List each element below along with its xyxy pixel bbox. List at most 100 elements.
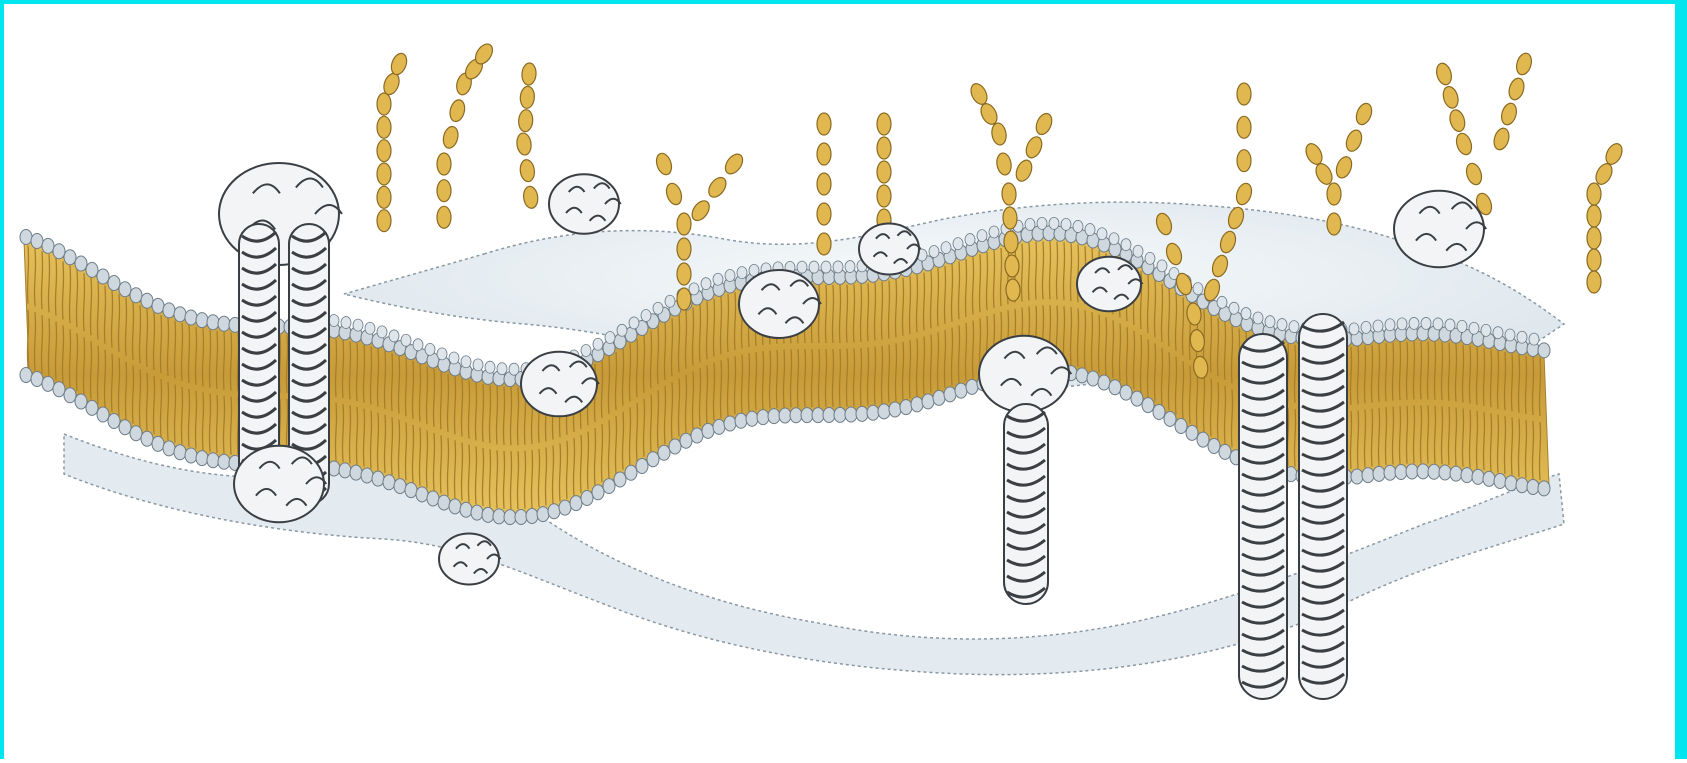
sugar-unit [664, 181, 684, 206]
phospholipid-head-inner [482, 507, 494, 522]
phospholipid-head-back [641, 309, 651, 321]
sugar-unit [877, 137, 891, 159]
phospholipid-head-back [1445, 319, 1455, 331]
sugar-unit [1004, 231, 1019, 254]
phospholipid-head-back [365, 322, 375, 334]
phospholipid-head-inner [196, 451, 208, 466]
sugar-unit [677, 288, 691, 310]
sugar-unit [1002, 183, 1017, 206]
phospholipid-head-outer [31, 234, 43, 249]
phospholipid-head-inner [746, 411, 758, 426]
phospholipid-head-inner [790, 408, 802, 423]
phospholipid-head-back [1037, 217, 1047, 229]
phospholipid-head-inner [922, 394, 934, 409]
phospholipid-head-back [845, 261, 855, 273]
phospholipid-head-inner [493, 509, 505, 524]
phospholipid-head-back [653, 302, 663, 314]
phospholipid-head-outer [174, 307, 186, 322]
sugar-unit [1587, 249, 1601, 271]
phospholipid-head-inner [20, 367, 32, 382]
phospholipid-head-inner [603, 479, 615, 494]
sugar-unit [817, 173, 831, 195]
sugar-unit [1327, 213, 1341, 235]
phospholipid-head-back [821, 261, 831, 273]
sugar-unit [817, 203, 831, 225]
sugar-unit [437, 206, 451, 228]
sugar-unit [1434, 62, 1454, 87]
phospholipid-head-back [389, 330, 399, 342]
phospholipid-head-inner [581, 491, 593, 506]
phospholipid-head-inner [713, 419, 725, 434]
phospholipid-head-back [401, 334, 411, 346]
phospholipid-head-back [929, 246, 939, 258]
phospholipid-head-back [1049, 217, 1059, 229]
phospholipid-head-inner [1219, 444, 1231, 459]
peripheral-protein-2 [739, 270, 821, 338]
helix-body [1239, 334, 1287, 699]
sugar-unit [1354, 101, 1375, 127]
phospholipid-head-inner [460, 502, 472, 517]
phospholipid-head-back [1133, 245, 1143, 257]
phospholipid-head-inner [394, 479, 406, 494]
sugar-unit [1344, 128, 1365, 154]
sugar-unit [377, 210, 391, 232]
globular-domain [521, 352, 597, 417]
phospholipid-head-back [1517, 331, 1527, 343]
phospholipid-head-inner [955, 383, 967, 398]
phospholipid-head-back [1097, 228, 1107, 240]
phospholipid-head-back [725, 270, 735, 282]
phospholipid-head-inner [1098, 375, 1110, 390]
phospholipid-head-inner [361, 468, 373, 483]
phospholipid-head-back [497, 363, 507, 375]
phospholipid-head-back [449, 352, 459, 364]
sugar-unit [522, 186, 539, 210]
sugar-unit [1237, 150, 1251, 172]
phospholipid-head-back [713, 273, 723, 285]
globular-domain [1077, 257, 1141, 311]
sugar-unit [377, 163, 391, 185]
phospholipid-head-back [1157, 260, 1167, 272]
phospholipid-head-inner [944, 387, 956, 402]
phospholipid-head-inner [515, 510, 527, 525]
phospholipid-head-back [953, 238, 963, 250]
phospholipid-head-inner [757, 410, 769, 425]
sugar-unit [995, 152, 1012, 176]
phospholipid-head-outer [119, 282, 131, 297]
sugar-unit [1492, 126, 1512, 151]
globular-domain [234, 446, 324, 523]
phospholipid-head-back [1349, 323, 1359, 335]
sugar-unit [1587, 227, 1601, 249]
phospholipid-head-inner [1494, 474, 1506, 489]
globular-domain [439, 534, 499, 585]
glycan-chain-11 [1587, 141, 1625, 293]
sugar-unit [377, 116, 391, 138]
phospholipid-head-inner [878, 404, 890, 419]
phospholipid-head-back [1457, 320, 1467, 332]
transmembrane-protein-right-a [1239, 334, 1287, 699]
glycan-chain-1 [377, 51, 409, 231]
phospholipid-head-inner [1164, 411, 1176, 426]
phospholipid-head-inner [1186, 425, 1198, 440]
glycan-chain-2 [437, 41, 496, 228]
phospholipid-head-inner [592, 485, 604, 500]
phospholipid-head-back [581, 345, 591, 357]
sugar-unit [1033, 111, 1055, 137]
sugar-unit [1003, 207, 1018, 230]
sugar-unit [520, 86, 536, 109]
sugar-unit [1023, 134, 1045, 160]
phospholipid-head-back [737, 267, 747, 279]
sugar-unit [722, 151, 746, 177]
phospholipid-head-back [1253, 312, 1263, 324]
sugar-unit [817, 233, 831, 255]
phospholipid-head-inner [185, 448, 197, 463]
sugar-unit [1327, 183, 1341, 205]
phospholipid-head-inner [1439, 465, 1451, 480]
phospholipid-head-inner [1087, 371, 1099, 386]
phospholipid-head-inner [1131, 391, 1143, 406]
transmembrane-protein-right-b [1299, 314, 1347, 699]
peripheral-protein-1 [521, 352, 599, 417]
phospholipid-head-back [353, 319, 363, 331]
phospholipid-head-inner [1373, 466, 1385, 481]
phospholipid-head-back [605, 331, 615, 343]
